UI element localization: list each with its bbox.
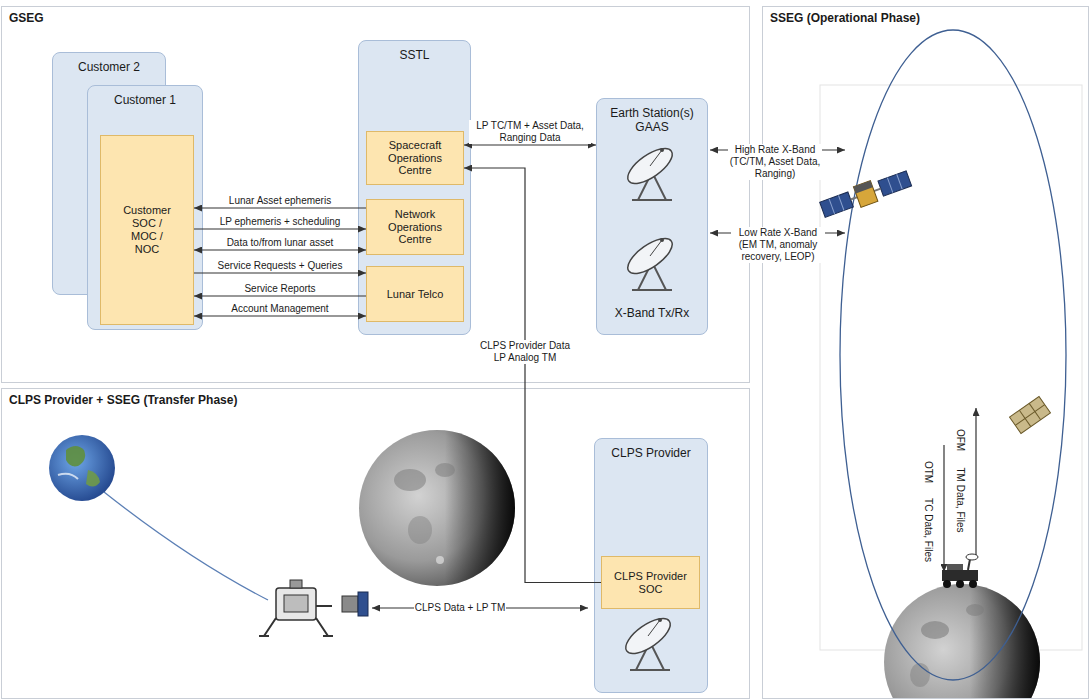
node-text: CLPS Provider SOC xyxy=(606,570,695,596)
provider-box: CLPS ProviderCLPS Provider SOC xyxy=(594,438,708,693)
frame xyxy=(820,85,1082,650)
label-holder: Service Reports xyxy=(243,283,316,295)
rover xyxy=(942,554,978,588)
trajectory xyxy=(104,492,268,600)
node-text: X-Band Tx/Rx xyxy=(615,306,689,320)
moon xyxy=(359,430,515,586)
edge-label: CLPS Provider Data LP Analog TM xyxy=(474,340,576,364)
operations-centre-box: Network Operations Centre xyxy=(366,199,464,255)
uplink-arrow xyxy=(943,445,944,572)
node-text: Earth Station(s) GAAS xyxy=(601,106,703,134)
connector xyxy=(464,168,601,583)
label-holder: LP TC/TM + Asset Data, Ranging Data xyxy=(469,120,591,144)
label-holder: Account Management xyxy=(230,303,329,315)
earth xyxy=(49,435,115,501)
operations-centre-box: Customer SOC / MOC / NOC xyxy=(100,135,194,325)
rf-link-label: CLPS Data + LP TM xyxy=(414,602,507,614)
panel-title: SSEG (Operational Phase) xyxy=(770,11,920,25)
label-holder: Service Requests + Queries xyxy=(217,260,344,272)
operations-centre-box: Spacecraft Operations Centre xyxy=(366,131,464,185)
label-holder: LP ephemeris + scheduling xyxy=(219,216,342,228)
node-text: CLPS Provider xyxy=(611,446,690,460)
edge-label: LP ephemeris + scheduling xyxy=(219,216,342,228)
node-text: Spacecraft Operations Centre xyxy=(371,139,459,178)
label-holder: Lunar Asset ephemeris xyxy=(228,195,332,207)
downlink-arrow xyxy=(975,408,976,556)
connector xyxy=(194,249,366,250)
panel-title: CLPS Provider + SSEG (Transfer Phase) xyxy=(9,393,237,407)
organisation-box: SSTL Spacecraft Operations CentreNetwork … xyxy=(358,40,471,335)
edge-label: LP TC/TM + Asset Data, Ranging Data xyxy=(469,120,591,144)
label-holder: OTM xyxy=(922,460,934,484)
spacecraft xyxy=(819,168,913,220)
rf-link-label: Low Rate X-Band (EM TM, anomaly recovery… xyxy=(731,227,825,263)
node-text: SSTL xyxy=(399,48,429,62)
edge-label: Service Reports xyxy=(243,283,316,295)
segment-panel: GSEG Customer 2 Customer 1 Customer SOC / M… xyxy=(1,6,750,383)
label-holder: TM Data, Files xyxy=(954,466,966,533)
node-text: Customer SOC / MOC / NOC xyxy=(118,204,176,256)
node-text: Lunar Telco xyxy=(387,288,444,301)
service-box: Lunar Telco xyxy=(366,266,464,322)
label-holder: High Rate X-Band (TC/TM, Asset Data, Ran… xyxy=(728,144,822,180)
link-label: OFM xyxy=(954,428,966,452)
rf-link-label: High Rate X-Band (TC/TM, Asset Data, Ran… xyxy=(728,144,822,180)
node-text: Network Operations Centre xyxy=(371,208,459,247)
lander xyxy=(259,580,333,636)
panel-title: GSEG xyxy=(9,11,44,25)
orbit xyxy=(840,30,1066,680)
label-holder: OFM xyxy=(954,428,966,452)
label-holder: CLPS Provider Data LP Analog TM xyxy=(474,340,576,364)
link-label: OTM xyxy=(922,460,934,484)
edge-label: Service Requests + Queries xyxy=(217,260,344,272)
connector xyxy=(194,207,366,208)
label-holder: CLPS Data + LP TM xyxy=(414,602,507,614)
moon xyxy=(884,584,1040,698)
link-label: TC Data, Files xyxy=(922,497,934,563)
label-holder: TC Data, Files xyxy=(922,497,934,563)
edge-label: Lunar Asset ephemeris xyxy=(228,195,332,207)
relay-satellite xyxy=(1010,396,1051,433)
connector xyxy=(194,228,366,229)
node-text: Customer 1 xyxy=(114,93,176,107)
edge-label: Data to/from lunar asset xyxy=(226,237,335,249)
connector xyxy=(464,144,596,145)
label-holder: Data to/from lunar asset xyxy=(226,237,335,249)
edge-label: Account Management xyxy=(230,303,329,315)
ground-station-box: Earth Station(s) GAAS X-Band Tx/Rx xyxy=(596,98,708,335)
connector xyxy=(194,272,366,273)
lunar-pathfinder xyxy=(342,592,368,616)
node-text: Customer 2 xyxy=(78,60,140,74)
connector xyxy=(194,295,366,296)
connector xyxy=(194,315,366,316)
operations-centre-box: CLPS Provider SOC xyxy=(601,556,700,609)
link-label: TM Data, Files xyxy=(954,466,966,533)
customer-box: Customer 1 Customer SOC / MOC / NOC xyxy=(87,85,203,330)
label-holder: Low Rate X-Band (EM TM, anomaly recovery… xyxy=(731,227,825,263)
